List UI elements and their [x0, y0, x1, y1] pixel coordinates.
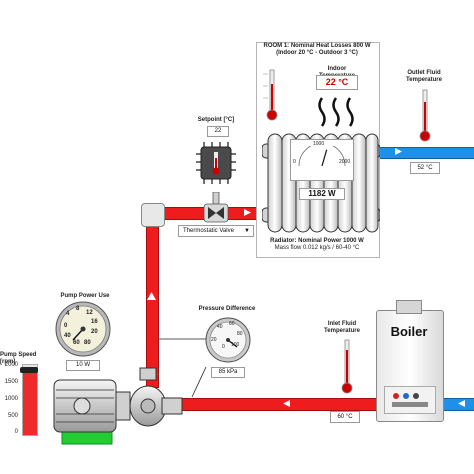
arrow-left-boiler-icon [458, 400, 465, 407]
outlet-temp-value: 52 °C [417, 165, 433, 171]
pump-speed-handle[interactable] [20, 366, 38, 373]
pump-motor-icon [53, 367, 183, 445]
indoor-temp-value: 22 °C [325, 77, 349, 87]
pump-tick-16: 16 [91, 319, 98, 325]
radiator-tick-1000: 1000 [313, 141, 325, 147]
boiler-control-panel [384, 386, 436, 414]
radiator-power-gauge: 0 1000 2000 [290, 139, 354, 181]
inlet-temp-label-line2: Temperature [324, 328, 360, 335]
pressure-tick-60: 60 [229, 321, 235, 327]
inlet-temp-label: Inlet Fluid Temperature [320, 321, 364, 335]
radiator-gauge-needle [321, 149, 328, 167]
arrow-right-outlet-icon [395, 148, 402, 155]
radiator-footer-line2: Mass flow 0.012 kg/s / 60-40 °C [274, 245, 360, 252]
outlet-thermometer-icon [419, 89, 431, 142]
outlet-temp-display: 52 °C [410, 162, 440, 174]
pump-tick-80: 80 [84, 340, 91, 346]
pump-tick-40: 40 [64, 333, 71, 339]
pressure-tick-20: 20 [211, 337, 217, 343]
boiler-top [396, 300, 422, 314]
pump-tick-8: 8 [76, 306, 80, 312]
pressure-display: 85 kPa [211, 367, 245, 378]
setpoint-label: Setpoint [°C] [197, 117, 235, 123]
outlet-temp-label: Outlet Fluid Temperature [402, 70, 446, 84]
outlet-temp-label-line1: Outlet Fluid [407, 70, 441, 76]
radiator-tick-2000: 2000 [339, 159, 351, 165]
heat-waves-icon [318, 97, 354, 127]
boiler-label: Boiler [390, 324, 428, 339]
pump-tick-0: 0 [64, 323, 68, 329]
room-title-line1: ROOM 1: Nominal Heat Losses 800 W [263, 43, 371, 49]
arrow-up-icon [147, 292, 156, 300]
pressure-lines [158, 338, 207, 398]
chevron-down-icon: ▼ [244, 228, 250, 234]
inlet-thermometer-icon [341, 339, 353, 394]
pressure-tick-80: 80 [237, 331, 243, 337]
speed-tick-0: 0 [14, 429, 18, 435]
setpoint-input[interactable]: 22 [207, 126, 229, 137]
pressure-value: 85 kPa [218, 369, 238, 375]
pump-tick-4: 4 [66, 311, 70, 317]
speed-tick-500: 500 [7, 413, 18, 419]
pump-speed-slider[interactable] [22, 364, 38, 436]
inlet-temp-label-line1: Inlet Fluid [327, 321, 357, 327]
valve-type-select[interactable]: Thermostatic Valve ▼ [178, 225, 254, 237]
inlet-temp-value: 60 °C [337, 414, 353, 420]
speed-tick-2000: 2000 [4, 362, 18, 368]
speed-tick-1500: 1500 [4, 379, 18, 385]
pressure-gauge [205, 317, 251, 363]
speed-tick-1000: 1000 [4, 396, 18, 402]
room-thermometer-icon [263, 69, 278, 121]
pump-power-gauge [55, 301, 111, 357]
indoor-temp-display: 22 °C [316, 75, 358, 90]
pump-tick-20: 20 [91, 329, 98, 335]
radiator-gauge-arc [298, 146, 346, 167]
radiator-power-value: 1182 W [308, 189, 336, 198]
pump-power-display: 10 W [66, 360, 100, 371]
room-title: ROOM 1: Nominal Heat Losses 800 W (Indoo… [256, 43, 378, 57]
pressure-tick-100: 100 [231, 342, 240, 348]
pump-tick-60: 60 [73, 340, 80, 346]
outlet-temp-label-line2: Temperature [406, 77, 442, 84]
radiator-tick-0: 0 [293, 159, 296, 165]
pump-power-label: Pump Power Use [60, 293, 110, 299]
pump-speed-label: Pump Speed [rpm] [0, 352, 37, 366]
radiator-footer-line1: Radiator: Nominal Power 1000 W [270, 238, 364, 244]
radiator-footer: Radiator: Nominal Power 1000 W Mass flow… [256, 238, 378, 252]
pressure-tick-40: 40 [217, 324, 223, 330]
room-title-line2: (Indoor 20 °C - Outdoor 3 °C) [276, 50, 358, 57]
pump-power-value: 10 W [75, 362, 90, 368]
arrow-left-icon [283, 400, 290, 407]
pump-speed-fill [23, 369, 37, 435]
thermostatic-valve-icon [203, 192, 229, 223]
arrow-right-icon [244, 209, 251, 216]
inlet-temp-display: 60 °C [330, 411, 360, 423]
valve-type-value: Thermostatic Valve [183, 228, 234, 234]
boiler-controls-icon [392, 393, 428, 407]
pump-tick-12: 12 [86, 310, 93, 316]
pipe-elbow [141, 203, 165, 227]
pressure-label: Pressure Difference [198, 306, 256, 312]
radiator-power-display: 1182 W [299, 188, 345, 200]
setpoint-value: 22 [214, 128, 222, 134]
thermostat-chip-icon [196, 142, 236, 184]
pressure-tick-0: 0 [222, 344, 225, 350]
